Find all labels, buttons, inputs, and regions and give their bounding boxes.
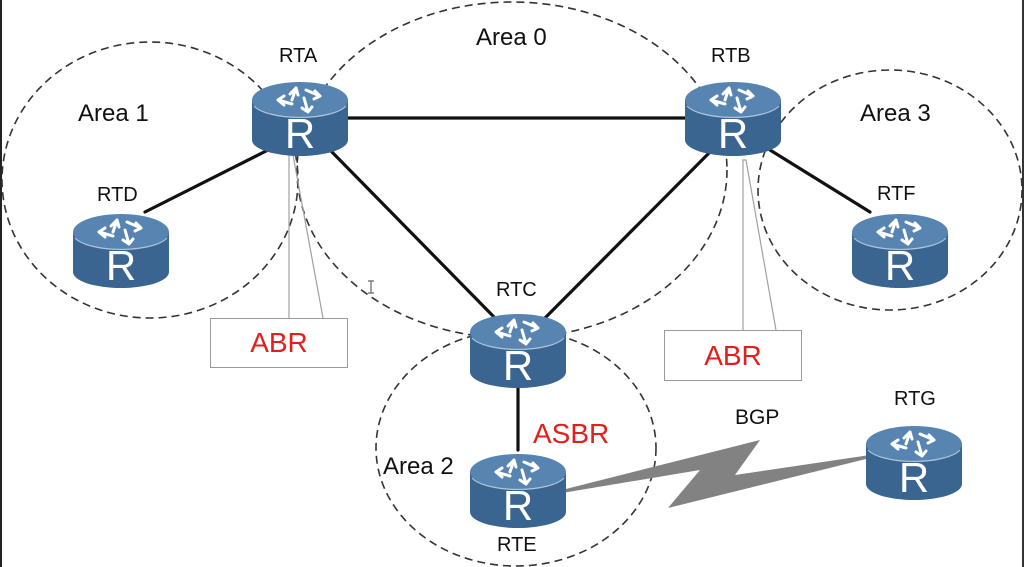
- area-label-0: Area 0: [476, 24, 547, 51]
- serial-link-rte-rtg: [550, 440, 870, 508]
- area2-boundary: [375, 329, 657, 567]
- text-cursor-icon: [368, 280, 374, 294]
- area-label-2: Area 2: [383, 453, 454, 480]
- link-rtb-rtf: [768, 148, 872, 214]
- abr-right-leader: [742, 159, 777, 331]
- router-rtd[interactable]: [71, 212, 171, 291]
- link-rta-rtd: [143, 148, 270, 214]
- area-label-3: Area 3: [860, 100, 931, 127]
- router-rte[interactable]: [468, 452, 568, 531]
- router-label-rtd: RTD: [97, 184, 138, 206]
- area-label-1: Area 1: [78, 100, 149, 127]
- router-label-rtb: RTB: [711, 45, 751, 67]
- abr-right-callout: ABR: [664, 330, 802, 381]
- router-rtf[interactable]: [850, 212, 950, 291]
- abr-left-leader: [288, 154, 324, 319]
- router-label-rtf: RTF: [877, 183, 916, 205]
- router-label-rtc: RTC: [496, 279, 537, 301]
- router-rtb[interactable]: [683, 80, 783, 159]
- bgp-label: BGP: [735, 406, 780, 429]
- router-label-rta: RTA: [279, 45, 318, 67]
- abr-right-text: ABR: [704, 339, 762, 371]
- right-border: [1022, 0, 1024, 567]
- router-rtg[interactable]: [864, 424, 964, 503]
- left-border: [0, 0, 2, 567]
- link-rta-rtc: [328, 148, 497, 320]
- router-label-rte: RTE: [497, 534, 537, 556]
- link-rtb-rtc: [543, 148, 714, 320]
- area3-boundary: [757, 69, 1023, 311]
- asbr-label: ASBR: [533, 418, 610, 449]
- router-label-rtg: RTG: [894, 388, 936, 410]
- router-rta[interactable]: [250, 80, 350, 159]
- abr-left-callout: ABR: [210, 318, 348, 368]
- router-rtc[interactable]: [468, 312, 568, 391]
- abr-left-text: ABR: [250, 327, 308, 358]
